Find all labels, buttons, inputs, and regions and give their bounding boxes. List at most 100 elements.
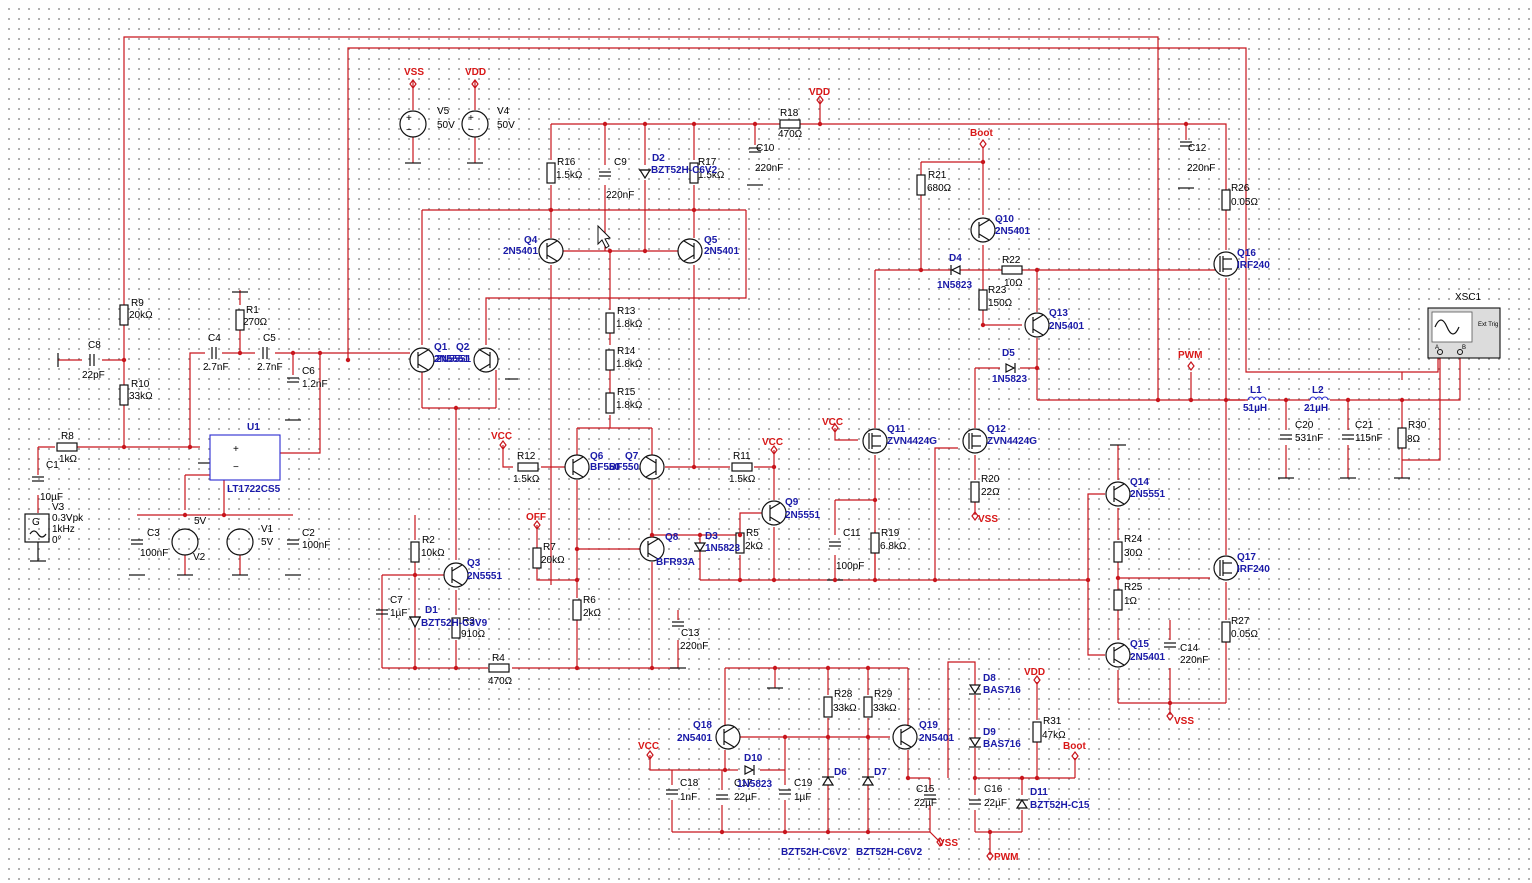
R25-value: 1Ω <box>1124 596 1138 607</box>
svg-text:+: + <box>233 444 239 455</box>
svg-text:B: B <box>1462 345 1466 351</box>
diode-symbols <box>409 169 1029 809</box>
Q8-name: Q8 <box>665 532 679 543</box>
Q17-part: IRF240 <box>1237 564 1270 575</box>
wires <box>37 36 1461 855</box>
R13-value: 1.8kΩ <box>616 319 643 330</box>
R29-name: R29 <box>874 689 893 700</box>
R6-name: R6 <box>583 595 596 606</box>
Q11-name: Q11 <box>887 424 906 435</box>
U1-name: U1 <box>247 422 260 433</box>
Q18-name: Q18 <box>693 720 712 731</box>
Q15-name: Q15 <box>1130 639 1149 650</box>
R19-name: R19 <box>881 528 900 539</box>
inductors: L1 51µH L2 21µH <box>1243 385 1329 414</box>
net-labels: VSS VDD VDD Boot PWM VCC VCC VCC OFF VSS… <box>404 67 1202 863</box>
R31-name: R31 <box>1043 716 1062 727</box>
R29-value: 33kΩ <box>873 703 897 714</box>
R15-name: R15 <box>617 387 636 398</box>
Q12-part: ZVN4424G <box>987 436 1037 447</box>
net-boot-2: Boot <box>1063 741 1086 752</box>
R11-name: R11 <box>733 451 751 462</box>
R2-name: R2 <box>422 535 435 546</box>
C14-name: C14 <box>1180 643 1199 654</box>
net-vdd-1: VDD <box>465 67 486 78</box>
resistor-bodies <box>56 119 1407 743</box>
U1-part: LT1722CS5 <box>227 484 281 495</box>
Q8-part: BFR93A <box>656 557 695 568</box>
C2-name: C2 <box>302 528 315 539</box>
net-vdd-3: VDD <box>1024 667 1045 678</box>
transistor-internals <box>417 219 1232 748</box>
C19-value: 1µF <box>794 792 811 803</box>
net-vcc-1: VCC <box>491 431 512 442</box>
D4-part: 1N5823 <box>937 280 972 291</box>
Q19-part: 2N5401 <box>919 733 954 744</box>
R23-value: 150Ω <box>988 298 1013 309</box>
R15-value: 1.8kΩ <box>616 400 643 411</box>
D4-name: D4 <box>949 253 962 264</box>
D8-name: D8 <box>983 673 996 684</box>
D8-part: BAS716 <box>983 685 1021 696</box>
V2-value: 5V <box>194 516 207 527</box>
C4-name: C4 <box>208 333 221 344</box>
C7-value: 1µF <box>390 608 407 619</box>
V3-name: V3 <box>52 502 65 513</box>
L1-value: 51µH <box>1243 403 1267 414</box>
net-vcc-2: VCC <box>762 437 783 448</box>
R31-value: 47kΩ <box>1042 730 1066 741</box>
C18-name: C18 <box>680 778 699 789</box>
net-vcc-3: VCC <box>822 417 843 428</box>
C15-name: C15 <box>916 784 935 795</box>
R27-value: 0.05Ω <box>1231 629 1258 640</box>
svg-text:+: + <box>468 113 474 124</box>
C5-value: 2.7nF <box>257 362 283 373</box>
R10-name: R10 <box>131 379 150 390</box>
Q4-name: Q4 <box>524 235 538 246</box>
D10-name: D10 <box>744 753 763 764</box>
R7-value: 20kΩ <box>541 555 565 566</box>
D3-part: 1N5823 <box>705 543 740 554</box>
C10-name: C10 <box>756 143 775 154</box>
R14-value: 1.8kΩ <box>616 359 643 370</box>
Q14-part: 2N5551 <box>1130 489 1165 500</box>
Q10-part: 2N5401 <box>995 226 1030 237</box>
svg-text:G: G <box>32 517 40 528</box>
Q11-part: ZVN4424G <box>887 436 937 447</box>
C18-value: 1nF <box>680 792 697 803</box>
R9-value: 20kΩ <box>129 310 153 321</box>
C21-value: 115nF <box>1355 433 1383 444</box>
net-label-markers <box>409 79 1195 861</box>
net-pwm-1: PWM <box>1178 350 1202 361</box>
C5-name: C5 <box>263 333 276 344</box>
Q7-part: BF550 <box>609 462 639 473</box>
R20-value: 22Ω <box>981 487 1000 498</box>
V1-value: 5V <box>261 537 274 548</box>
XSC1-oscilloscope[interactable]: XSC1 Ext Trig A B <box>1427 292 1501 359</box>
net-vss-2: VSS <box>978 514 998 525</box>
C6-name: C6 <box>302 366 315 377</box>
svg-text:+: + <box>406 113 412 124</box>
V4-value: 50V <box>497 120 515 131</box>
V5-name: V5 <box>437 106 450 117</box>
R26-value: 0.05Ω <box>1231 197 1258 208</box>
L2-name: L2 <box>1312 385 1324 396</box>
R12-value: 1.5kΩ <box>513 474 540 485</box>
C13-name: C13 <box>681 628 700 639</box>
V1-name: V1 <box>261 524 274 535</box>
U1-comparator: U1 LT1722CS5 + − <box>209 422 281 495</box>
L1-name: L1 <box>1250 385 1262 396</box>
R3-name: R3 <box>462 616 475 627</box>
C12-name: C12 <box>1188 143 1207 154</box>
R14-name: R14 <box>617 346 636 357</box>
C6-value: 1.2nF <box>302 379 328 390</box>
C11-value: 100pF <box>836 561 864 572</box>
D10-part: 1N5823 <box>737 779 772 790</box>
net-pwm-2: PWM <box>994 852 1018 863</box>
junction-dots <box>121 121 1405 835</box>
capacitor-labels: C8 22pF C1 10µF C4 2.7nF C5 2.7nF C6 1.2… <box>40 143 1383 809</box>
D7-name: D7 <box>874 767 887 778</box>
Q5-part: 2N5401 <box>704 246 739 257</box>
R4-value: 470Ω <box>488 676 513 687</box>
